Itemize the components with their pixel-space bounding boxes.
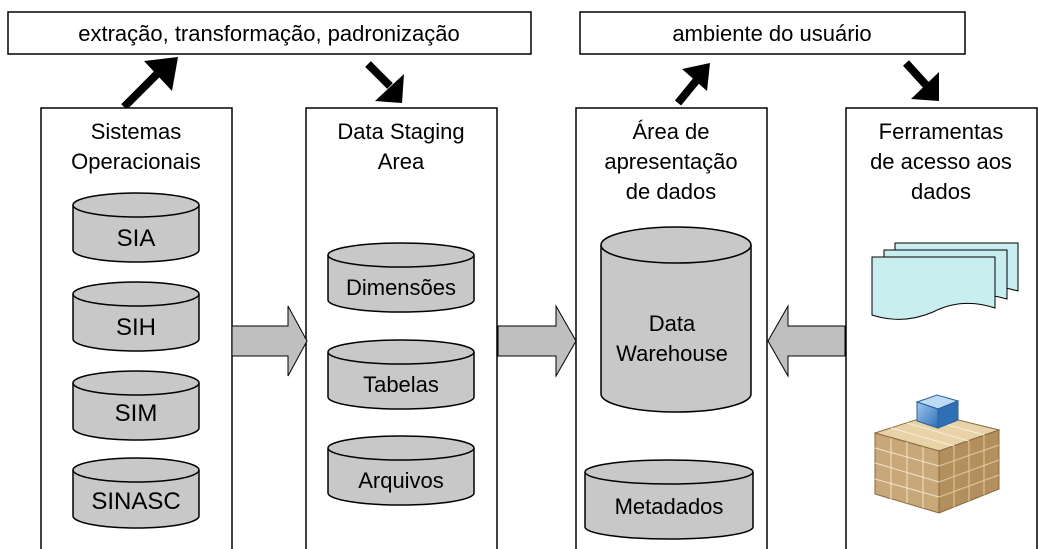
svg-text:dados: dados	[911, 179, 971, 204]
svg-text:Warehouse: Warehouse	[616, 341, 728, 366]
presentation-title: Área de apresentação de dados	[604, 119, 737, 204]
database-metadados: Metadados	[584, 459, 754, 540]
database-arquivos: Arquivos	[327, 435, 475, 506]
svg-text:Ferramentas: Ferramentas	[879, 119, 1004, 144]
flow-arrow-sources-to-staging-icon	[231, 305, 308, 377]
database-dimensoes: Dimensões	[327, 242, 475, 313]
svg-text:Area: Area	[378, 149, 425, 174]
svg-text:apresentação: apresentação	[604, 149, 737, 174]
database-sia: SIA	[72, 192, 200, 263]
database-sih: SIH	[72, 281, 200, 352]
svg-text:Sistemas: Sistemas	[91, 119, 181, 144]
svg-text:de dados: de dados	[626, 179, 717, 204]
svg-text:Metadados: Metadados	[615, 494, 724, 519]
staging-title: Data Staging Area	[337, 119, 464, 174]
data-warehouse: Data Warehouse	[600, 226, 752, 413]
sources-title: Sistemas Operacionais	[71, 119, 201, 174]
svg-text:SINASC: SINASC	[91, 488, 180, 515]
database-sim: SIM	[72, 370, 200, 441]
svg-text:de acesso aos: de acesso aos	[870, 149, 1012, 174]
svg-text:Data: Data	[649, 311, 696, 336]
user-environment-label-box: ambiente do usuário	[579, 11, 966, 55]
svg-text:Dimensões: Dimensões	[346, 275, 456, 300]
svg-text:Operacionais: Operacionais	[71, 149, 201, 174]
etl-label-box: extração, transformação, padronização	[7, 11, 532, 55]
flow-arrow-tools-to-presentation-icon	[767, 304, 846, 378]
svg-text:SIM: SIM	[115, 400, 158, 427]
svg-text:SIH: SIH	[116, 314, 156, 341]
svg-text:Área de: Área de	[632, 119, 709, 144]
user-environment-label: ambiente do usuário	[672, 21, 871, 46]
arrow-up-from-presentation-icon	[674, 63, 710, 106]
flow-arrow-staging-to-presentation-icon	[497, 304, 577, 378]
arrow-up-from-sources-icon	[121, 57, 178, 110]
database-sinasc: SINASC	[72, 457, 200, 529]
arrow-down-to-staging-icon	[365, 61, 404, 103]
svg-text:SIA: SIA	[117, 225, 156, 252]
data-cube-icon	[873, 394, 1001, 514]
documents-icon	[871, 242, 1019, 320]
arrow-down-to-tools-icon	[903, 60, 939, 101]
database-tabelas: Tabelas	[327, 339, 475, 410]
tools-title: Ferramentas de acesso aos dados	[870, 119, 1012, 204]
svg-text:Data Staging: Data Staging	[337, 119, 464, 144]
svg-text:Tabelas: Tabelas	[363, 372, 439, 397]
svg-text:Arquivos: Arquivos	[358, 468, 444, 493]
etl-label: extração, transformação, padronização	[78, 21, 460, 46]
